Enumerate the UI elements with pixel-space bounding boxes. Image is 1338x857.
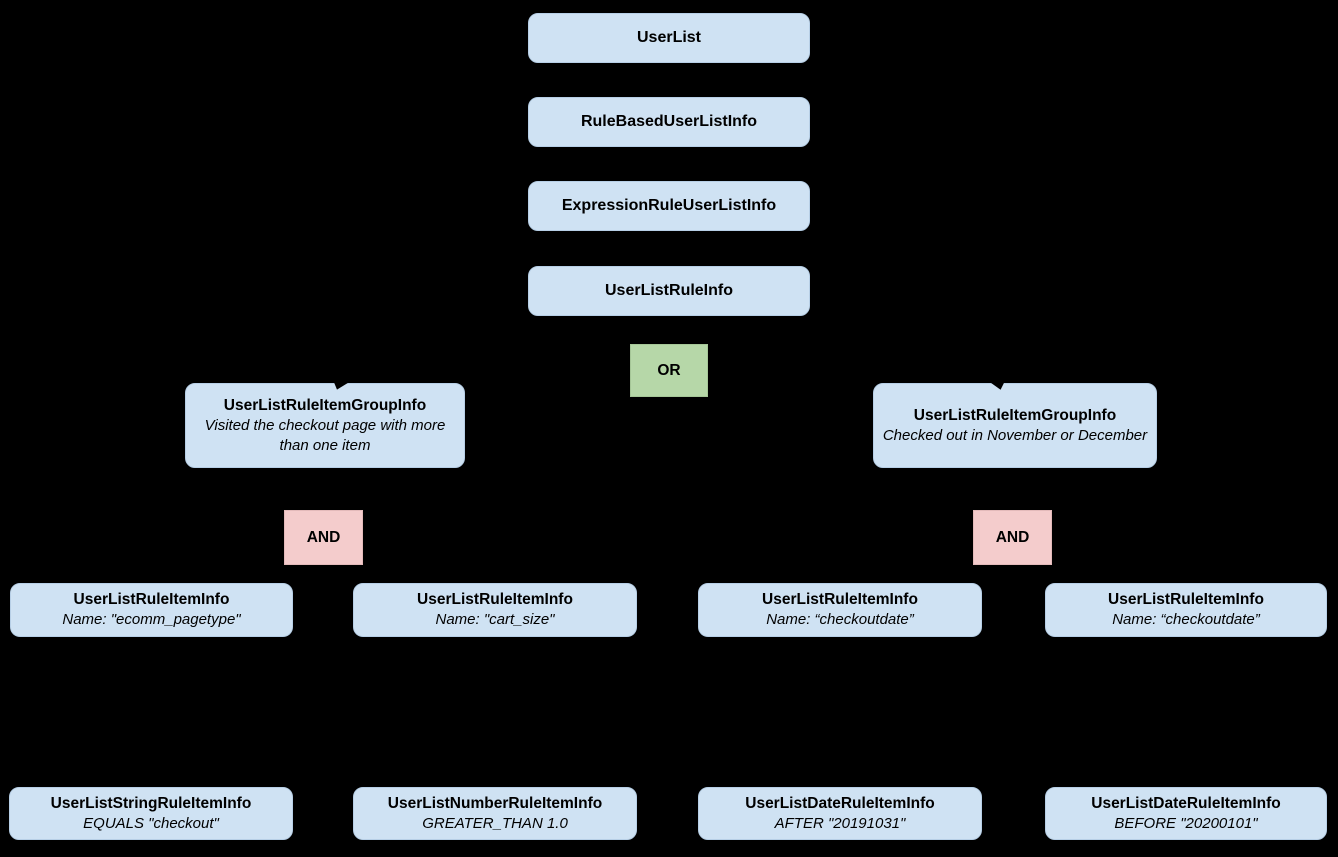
node-title: UserListRuleItemInfo	[73, 591, 230, 608]
node-dateruleitem-before: UserListDateRuleItemInfo BEFORE "2020010…	[1045, 787, 1327, 840]
node-userlistruleinfo: UserListRuleInfo	[528, 266, 810, 316]
node-dateruleitem-after: UserListDateRuleItemInfo AFTER "20191031…	[698, 787, 982, 840]
node-subtitle: Checked out in November or December	[882, 426, 1148, 444]
node-subtitle: Visited the checkout page with more than…	[204, 416, 446, 454]
node-ruleitem-checkoutdate-1: UserListRuleItemInfo Name: “checkoutdate…	[698, 583, 982, 637]
node-label: RuleBasedUserListInfo	[580, 113, 758, 130]
node-title: UserListRuleItemInfo	[1108, 591, 1264, 608]
node-subtitle: AFTER "20191031"	[774, 814, 906, 832]
node-subtitle: BEFORE "20200101"	[1114, 814, 1258, 832]
node-group-right: UserListRuleItemGroupInfo Checked out in…	[873, 383, 1157, 468]
or-operator: OR	[630, 344, 708, 397]
node-label: UserList	[636, 29, 702, 46]
node-subtitle: Name: "ecomm_pagetype"	[62, 611, 241, 628]
node-label: UserListRuleInfo	[604, 282, 733, 299]
node-ruleitem-ecomm-pagetype: UserListRuleItemInfo Name: "ecomm_pagety…	[10, 583, 293, 637]
node-subtitle: Name: “checkoutdate”	[1112, 611, 1260, 628]
and-label: AND	[995, 528, 1030, 546]
node-subtitle: Name: "cart_size"	[435, 611, 555, 628]
and-label: AND	[306, 528, 341, 546]
node-title: UserListDateRuleItemInfo	[745, 794, 935, 812]
node-title: UserListRuleItemGroupInfo	[913, 406, 1117, 424]
node-title: UserListStringRuleItemInfo	[50, 794, 252, 812]
node-title: UserListRuleItemInfo	[417, 591, 573, 608]
node-title: UserListRuleItemInfo	[762, 591, 918, 608]
node-group-left: UserListRuleItemGroupInfo Visited the ch…	[185, 383, 465, 468]
or-label: OR	[657, 361, 681, 379]
node-rulebaseduserlistinfo: RuleBasedUserListInfo	[528, 97, 810, 147]
node-ruleitem-checkoutdate-2: UserListRuleItemInfo Name: “checkoutdate…	[1045, 583, 1327, 637]
node-expressionruleuserlistinfo: ExpressionRuleUserListInfo	[528, 181, 810, 231]
node-ruleitem-cart-size: UserListRuleItemInfo Name: "cart_size"	[353, 583, 637, 637]
and-operator-right: AND	[973, 510, 1052, 565]
and-operator-left: AND	[284, 510, 363, 565]
node-title: UserListDateRuleItemInfo	[1091, 794, 1281, 812]
node-numberruleitem: UserListNumberRuleItemInfo GREATER_THAN …	[353, 787, 637, 840]
node-stringruleitem: UserListStringRuleItemInfo EQUALS "check…	[9, 787, 293, 840]
node-title: UserListNumberRuleItemInfo	[387, 794, 603, 812]
node-subtitle: EQUALS "checkout"	[83, 814, 219, 832]
node-userlist: UserList	[528, 13, 810, 63]
node-title: UserListRuleItemGroupInfo	[223, 396, 427, 414]
node-subtitle: Name: “checkoutdate”	[766, 611, 914, 628]
node-label: ExpressionRuleUserListInfo	[561, 197, 777, 214]
node-subtitle: GREATER_THAN 1.0	[422, 814, 568, 832]
